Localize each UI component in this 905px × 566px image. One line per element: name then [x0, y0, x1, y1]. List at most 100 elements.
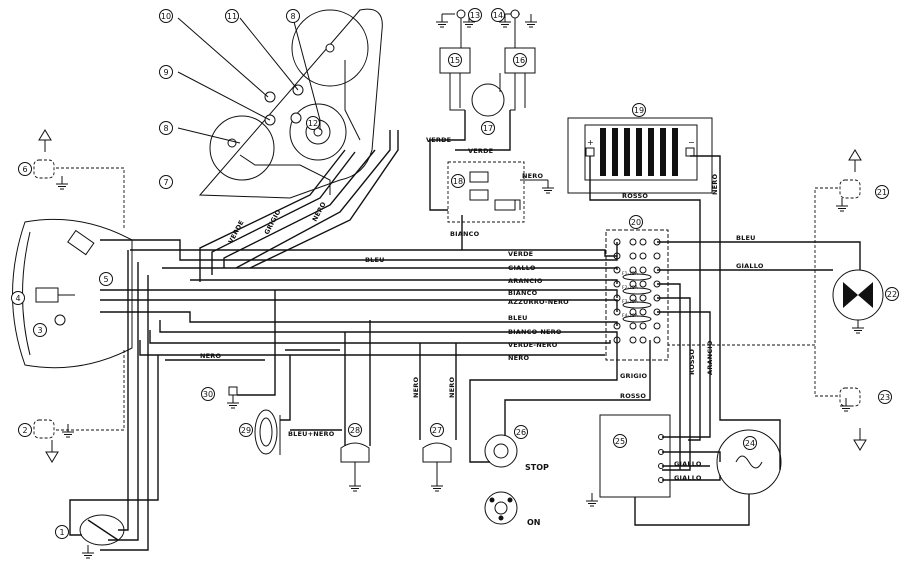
svg-text:12: 12 — [308, 119, 318, 128]
instrument-panel — [198, 8, 383, 199]
svg-text:28: 28 — [350, 426, 360, 435]
wire-label: VERDE — [227, 219, 246, 245]
wire-label: GIALLO — [674, 460, 702, 468]
svg-text:24: 24 — [745, 439, 755, 448]
wire-label: ROSSO — [622, 192, 648, 200]
svg-text:21: 21 — [877, 188, 887, 197]
svg-text:13: 13 — [470, 11, 480, 20]
svg-text:1: 1 — [59, 528, 64, 537]
battery: + − — [567, 117, 713, 194]
bulb-icon — [456, 9, 466, 19]
wire-label: NERO — [200, 352, 221, 360]
callout-20: 20 — [629, 215, 643, 229]
callout-7: 7 — [159, 175, 173, 189]
dashed-wires — [56, 167, 838, 431]
svg-text:8: 8 — [163, 124, 168, 133]
svg-text:15: 15 — [450, 56, 460, 65]
wire-label: VERDE-NERO — [508, 341, 558, 349]
wire-label: NERO — [412, 377, 420, 398]
wire-label: BLEU — [736, 234, 756, 242]
callout-18: 18 — [451, 174, 465, 188]
wire-label: AZZURRO-NERO — [508, 298, 569, 306]
svg-text:11: 11 — [227, 12, 237, 21]
svg-text:29: 29 — [241, 426, 251, 435]
callout-30: 30 — [201, 387, 215, 401]
bulb-icon — [510, 9, 520, 19]
callout-26: 26 — [514, 425, 528, 439]
svg-text:14: 14 — [493, 11, 503, 20]
wire-label: ROSSO — [688, 349, 696, 375]
wire-label: ARANCIO — [508, 277, 543, 285]
callout-11: 11 — [225, 9, 239, 23]
turn-indicators — [33, 129, 867, 463]
horn-icon — [254, 409, 278, 455]
wire-label: VERDE — [508, 250, 533, 258]
handlebar-switch — [79, 514, 125, 559]
wire-label: BLEU — [508, 314, 528, 322]
wire-label: NERO — [508, 354, 529, 362]
svg-text:6: 6 — [22, 165, 27, 174]
wire-label: GIALLO — [508, 264, 536, 272]
regulator-box — [447, 161, 555, 223]
svg-text:2: 2 — [22, 426, 27, 435]
wire-label: GRIGIO — [263, 208, 283, 236]
callout-1: 1 — [55, 525, 69, 539]
callout-12: 12 — [306, 116, 320, 130]
svg-text:18: 18 — [453, 177, 463, 186]
wire-label: BIANCO-NERO — [508, 328, 562, 336]
ignition-switch — [484, 434, 518, 525]
svg-text:7: 7 — [163, 178, 168, 187]
wire-label: BIANCO — [450, 230, 480, 238]
callout-4: 4 — [11, 291, 25, 305]
wire-label: BLEU+NERO — [288, 430, 335, 438]
horn — [254, 409, 281, 455]
wire-label: BIANCO — [508, 289, 538, 297]
fuse-label: F1-15A — [622, 271, 639, 277]
fuse-label: F2-15A — [622, 285, 639, 291]
svg-text:10: 10 — [161, 12, 171, 21]
wire-label: NERO — [448, 377, 456, 398]
battery-plus: + — [587, 138, 594, 147]
callout-8b: 8 — [159, 121, 173, 135]
callout-17: 17 — [481, 121, 495, 135]
rear-light — [832, 269, 884, 334]
battery-minus: − — [688, 138, 695, 147]
callout-23: 23 — [878, 390, 892, 404]
callout-28: 28 — [348, 423, 362, 437]
callout-10: 10 — [159, 9, 173, 23]
wire-label: ARANCIO — [706, 340, 714, 375]
svg-text:22: 22 — [887, 290, 897, 299]
wire-label: BLEU — [365, 256, 385, 264]
headlight — [12, 218, 133, 369]
fuse-box: F1-15A F2-15A F3-15A F4-15A — [605, 229, 669, 361]
wire-label: GIALLO — [736, 262, 764, 270]
fuse-label: F4-15A — [622, 313, 639, 319]
callout-9: 9 — [159, 65, 173, 79]
wire-label: NERO — [711, 174, 719, 195]
wire-label: NERO — [522, 172, 543, 180]
callout-8: 8 — [286, 9, 300, 23]
brake-switches — [340, 442, 452, 492]
wiring-harness — [69, 17, 861, 551]
svg-text:9: 9 — [163, 68, 168, 77]
svg-text:16: 16 — [515, 56, 525, 65]
callout-19: 19 — [632, 103, 646, 117]
svg-text:26: 26 — [516, 428, 526, 437]
callout-16: 16 — [513, 53, 527, 67]
svg-text:4: 4 — [15, 294, 20, 303]
svg-text:20: 20 — [631, 218, 641, 227]
alternator-symbol — [735, 455, 763, 469]
headlight-lamp-icon — [35, 287, 59, 303]
component-numbers: 1 2 3 4 5 6 7 8 8 9 10 11 12 13 14 15 16… — [11, 8, 899, 539]
svg-text:25: 25 — [615, 437, 625, 446]
callout-22: 22 — [885, 287, 899, 301]
ground-30 — [226, 386, 240, 409]
callout-6: 6 — [18, 162, 32, 176]
switch-label-stop: STOP — [525, 463, 549, 472]
wire-label: GIALLO — [674, 474, 702, 482]
svg-text:8: 8 — [290, 12, 295, 21]
svg-text:23: 23 — [880, 393, 890, 402]
wire-label: ROSSO — [620, 392, 646, 400]
svg-text:30: 30 — [203, 390, 213, 399]
